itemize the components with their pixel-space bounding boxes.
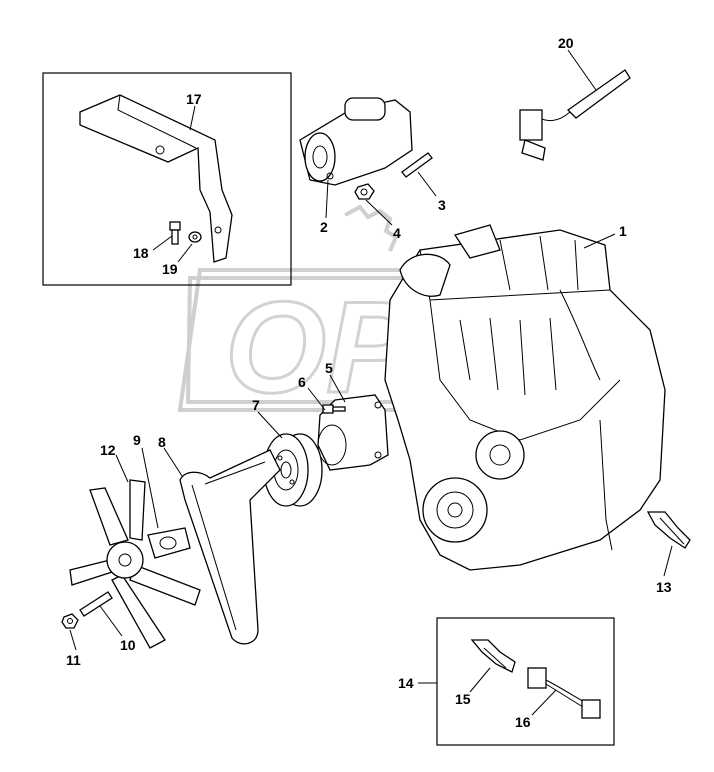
fan-nut-11 (61, 613, 79, 629)
fan-bolt-10 (79, 591, 113, 617)
callout-9: 9 (133, 432, 141, 448)
engine-block (384, 224, 666, 571)
callout-13: 13 (656, 579, 672, 595)
stud-3 (401, 152, 433, 178)
pulley (263, 433, 323, 507)
temperature-sensor-13 (646, 511, 691, 549)
callout-15: 15 (455, 691, 471, 707)
sensor-15 (470, 639, 516, 673)
sensor-lead-16 (527, 667, 601, 719)
nut-4 (354, 183, 375, 200)
callout-18: 18 (133, 245, 149, 261)
washer-19 (188, 231, 202, 243)
connector-harness (519, 69, 631, 161)
callout-17: 17 (186, 91, 202, 107)
leader-lines (69, 49, 673, 716)
v-belt (179, 449, 281, 645)
fan-spacer (147, 527, 191, 559)
callout-5: 5 (325, 360, 333, 376)
callout-8: 8 (158, 434, 166, 450)
sensor-inset (436, 617, 615, 746)
bolt-6 (322, 404, 346, 414)
callout-19: 19 (162, 261, 178, 277)
callout-4: 4 (393, 225, 401, 241)
callout-7: 7 (252, 397, 260, 413)
callout-16: 16 (515, 714, 531, 730)
water-pump (317, 394, 389, 471)
callout-11: 11 (66, 652, 81, 668)
callout-3: 3 (438, 197, 446, 213)
callout-20: 20 (558, 35, 574, 51)
starter-motor (299, 97, 413, 186)
bolt-18 (169, 221, 181, 245)
callout-6: 6 (298, 374, 306, 390)
mounting-bracket (79, 94, 233, 263)
fan (69, 479, 201, 649)
callout-10: 10 (120, 637, 136, 653)
callout-2: 2 (320, 219, 328, 235)
callout-14: 14 (398, 675, 414, 691)
callout-labels: 1 2 3 4 5 6 7 8 9 10 11 12 13 14 15 16 1… (66, 35, 672, 730)
bracket-inset (42, 72, 292, 286)
callout-12: 12 (100, 442, 116, 458)
callout-1: 1 (619, 223, 627, 239)
